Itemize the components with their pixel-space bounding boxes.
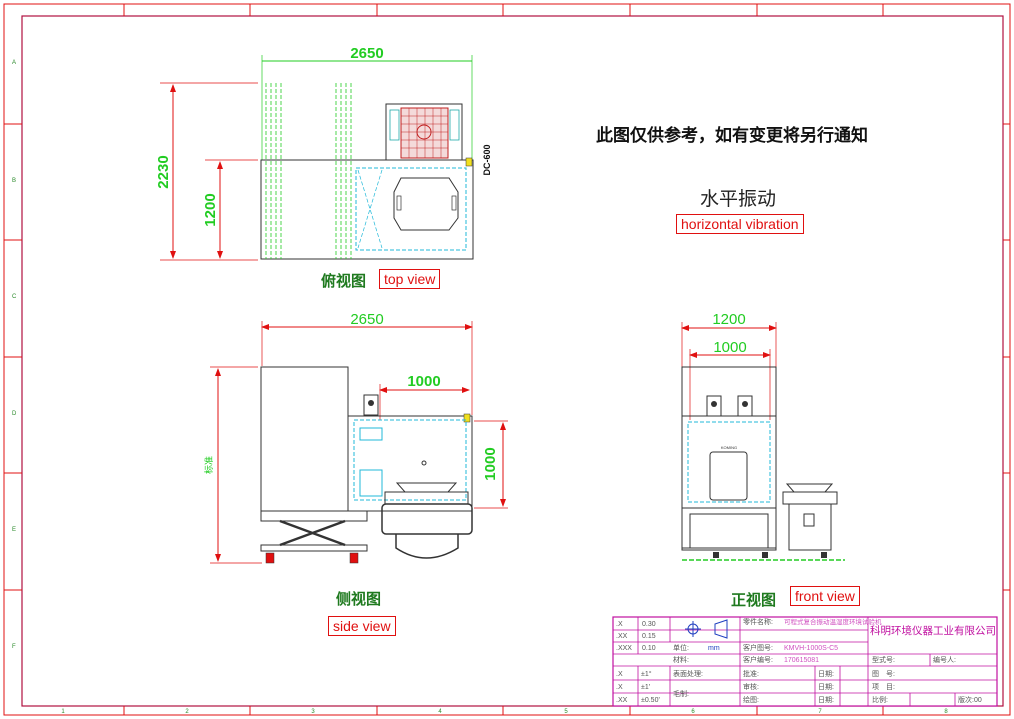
top-view-caption-en: top view bbox=[379, 269, 441, 289]
svg-text:.X: .X bbox=[616, 684, 623, 691]
vibration-label-en: horizontal vibration bbox=[676, 214, 804, 234]
grid-letter: C bbox=[12, 294, 17, 300]
grid-number: 1 bbox=[61, 709, 65, 715]
svg-text:0.10: 0.10 bbox=[642, 645, 656, 652]
svg-text:版次:00: 版次:00 bbox=[958, 695, 982, 704]
grid-number: 7 bbox=[818, 709, 822, 715]
side-view-caption-cn: 侧视图 bbox=[336, 590, 382, 608]
svg-text:.XXX: .XXX bbox=[616, 645, 632, 652]
svg-text:审核:: 审核: bbox=[743, 682, 759, 691]
side-dim-width: 2650 bbox=[350, 311, 383, 328]
svg-text:±0.50': ±0.50' bbox=[641, 697, 660, 704]
svg-text:0.30: 0.30 bbox=[642, 621, 656, 628]
grid-number: 5 bbox=[564, 709, 568, 715]
top-dim-width: 2650 bbox=[350, 45, 383, 62]
grid-number: 3 bbox=[311, 709, 315, 715]
svg-text:编号人:: 编号人: bbox=[933, 655, 956, 664]
side-view-caption-en: side view bbox=[328, 616, 396, 636]
grid-number: 2 bbox=[185, 709, 189, 715]
svg-text:.X: .X bbox=[616, 671, 623, 678]
title-block: .X 0.30 .XX 0.15 .XXX 0.10 .X ±1° .X ±1'… bbox=[612, 616, 998, 707]
grid-number: 8 bbox=[944, 709, 948, 715]
svg-text:.XX: .XX bbox=[616, 697, 628, 704]
frame-ticks bbox=[4, 4, 1010, 715]
side-view: 2650 1000 1000 标准 bbox=[203, 311, 508, 564]
svg-text:型式号:: 型式号: bbox=[872, 655, 895, 664]
top-dim-depth: 2230 bbox=[155, 155, 172, 188]
front-dim-inner: 1000 bbox=[713, 339, 746, 356]
grid-letter: B bbox=[12, 178, 16, 184]
svg-text:批准:: 批准: bbox=[743, 669, 759, 678]
svg-text:零件名称:: 零件名称: bbox=[743, 617, 773, 626]
front-dim-outer: 1200 bbox=[712, 311, 745, 328]
vibration-label-cn: 水平振动 bbox=[700, 188, 777, 210]
svg-text:毛制:: 毛制: bbox=[673, 689, 689, 698]
side-dim-total: 标准 bbox=[203, 456, 214, 474]
company-name: 科明环境仪器工业有限公司 bbox=[870, 624, 996, 637]
top-model-label: DC-600 bbox=[482, 144, 492, 175]
side-dim-height: 1000 bbox=[482, 447, 499, 480]
svg-text:客户编号:: 客户编号: bbox=[743, 655, 773, 664]
svg-text:材料:: 材料: bbox=[673, 655, 689, 664]
front-view: 1200 1000 KOMING bbox=[681, 311, 845, 561]
svg-text:170615081: 170615081 bbox=[784, 657, 819, 664]
top-view: 2650 2230 1200 bbox=[155, 45, 492, 261]
frame-grid-labels: 1 2 3 4 5 6 7 8 A B C D E F bbox=[12, 60, 948, 715]
top-dim-inner: 1200 bbox=[202, 193, 219, 226]
svg-text:日期:: 日期: bbox=[818, 670, 834, 678]
projection-symbol-icon bbox=[685, 619, 728, 639]
svg-text:单位:: 单位: bbox=[673, 643, 689, 652]
svg-text:日期:: 日期: bbox=[818, 683, 834, 691]
svg-text:绘图:: 绘图: bbox=[743, 695, 759, 704]
grid-letter: D bbox=[12, 411, 17, 417]
front-view-caption-cn: 正视图 bbox=[731, 591, 777, 609]
svg-text:0.15: 0.15 bbox=[642, 633, 656, 640]
notice-text: 此图仅供参考，如有变更将另行通知 bbox=[596, 126, 868, 146]
svg-text:客户图号:: 客户图号: bbox=[743, 643, 773, 652]
svg-text:项 目:: 项 目: bbox=[872, 683, 895, 691]
top-view-caption-cn: 俯视图 bbox=[321, 272, 367, 290]
grid-number: 4 bbox=[438, 709, 442, 715]
svg-text:KMVH-1000S-C5: KMVH-1000S-C5 bbox=[784, 645, 838, 652]
grid-number: 6 bbox=[691, 709, 695, 715]
svg-text:表面处理:: 表面处理: bbox=[673, 669, 703, 678]
svg-text:mm: mm bbox=[708, 645, 720, 652]
svg-text:.X: .X bbox=[616, 621, 623, 628]
svg-text:可程式复合振动温湿度环境试验机: 可程式复合振动温湿度环境试验机 bbox=[784, 617, 882, 626]
svg-text:.XX: .XX bbox=[616, 633, 628, 640]
grid-letter: F bbox=[12, 644, 16, 650]
front-nameplate: KOMING bbox=[721, 445, 737, 450]
inner-frame bbox=[21, 15, 1004, 707]
grid-letter: E bbox=[12, 527, 16, 533]
outer-frame bbox=[3, 3, 1011, 716]
svg-text:图 号:: 图 号: bbox=[872, 670, 895, 678]
svg-text:比例:: 比例: bbox=[872, 695, 888, 704]
grid-letter: A bbox=[12, 60, 16, 66]
svg-text:±1': ±1' bbox=[641, 684, 650, 691]
front-view-caption-en: front view bbox=[790, 586, 860, 606]
svg-text:±1°: ±1° bbox=[641, 670, 652, 678]
svg-text:日期:: 日期: bbox=[818, 696, 834, 704]
side-dim-table: 1000 bbox=[407, 373, 440, 390]
